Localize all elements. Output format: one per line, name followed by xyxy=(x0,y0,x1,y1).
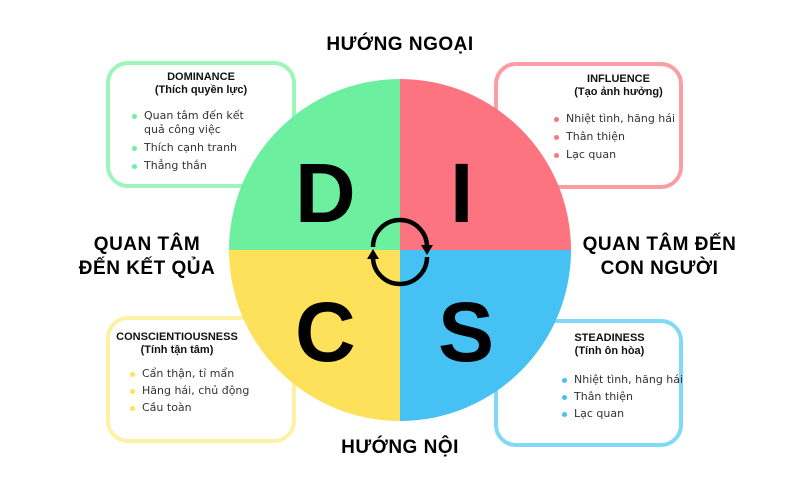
bullet-icon xyxy=(132,114,137,119)
list-item: Nhiệt tình, hăng hái xyxy=(554,112,684,126)
bullet-icon xyxy=(130,406,135,411)
disc-wheel: D I C S xyxy=(229,79,571,421)
cycle-arrows-icon xyxy=(367,217,433,287)
conscientiousness-traits: Cẩn thận, tỉ mẩn Hăng hái, chủ động Cầu … xyxy=(130,367,270,419)
quadrant-d: D xyxy=(229,79,400,250)
axis-label-right: QUAN TÂM ĐẾN CON NGƯỜI xyxy=(582,234,737,279)
conscientiousness-subtitle: (Tính tận tâm) xyxy=(140,344,214,356)
bullet-icon xyxy=(130,389,135,394)
list-item: Hăng hái, chủ động xyxy=(130,384,270,398)
list-item: Cẩn thận, tỉ mẩn xyxy=(130,367,270,381)
bullet-icon xyxy=(132,164,137,169)
influence-traits: Nhiệt tình, hăng hái Thân thiện Lạc quan xyxy=(554,112,684,166)
quadrant-c: C xyxy=(229,250,400,421)
list-item: Lạc quan xyxy=(554,148,684,162)
list-item: Thân thiện xyxy=(554,130,684,144)
letter-d: D xyxy=(295,146,356,240)
influence-subtitle: (Tạo ảnh hưởng) xyxy=(574,86,663,98)
letter-s: S xyxy=(438,285,495,379)
list-item: Nhiệt tình, hăng hái xyxy=(562,373,684,387)
axis-label-bottom: HƯỚNG NỘI xyxy=(341,437,459,458)
bullet-icon xyxy=(132,146,137,151)
letter-i: I xyxy=(450,146,474,240)
influence-title: INFLUENCE xyxy=(587,73,650,85)
letter-c: C xyxy=(295,285,356,379)
axis-label-left: QUAN TÂM ĐẾN KẾT QỦA xyxy=(78,234,216,279)
list-item: Thẳng thắn xyxy=(132,159,262,173)
conscientiousness-title: CONSCIENTIOUSNESS xyxy=(116,331,238,343)
dominance-traits: Quan tâm đến kết quả công việc Thích cạn… xyxy=(132,109,262,177)
bullet-icon xyxy=(130,372,135,377)
list-item: Thân thiện xyxy=(562,390,684,404)
dominance-subtitle: (Thích quyền lực) xyxy=(154,84,248,96)
list-item: Thích cạnh tranh xyxy=(132,141,262,155)
steadiness-title: STEADINESS xyxy=(574,332,645,344)
list-item: Quan tâm đến kết quả công việc xyxy=(132,109,262,137)
steadiness-traits: Nhiệt tình, hăng hái Thân thiện Lạc quan xyxy=(562,373,684,425)
axis-label-top: HƯỚNG NGOẠI xyxy=(326,34,474,55)
list-item: Cầu toàn xyxy=(130,401,270,415)
quadrant-s: S xyxy=(400,250,571,421)
quadrant-i: I xyxy=(400,79,571,250)
dominance-title: DOMINANCE xyxy=(167,71,235,83)
steadiness-subtitle: (Tính ôn hòa) xyxy=(574,345,645,357)
list-item: Lạc quan xyxy=(562,407,684,421)
